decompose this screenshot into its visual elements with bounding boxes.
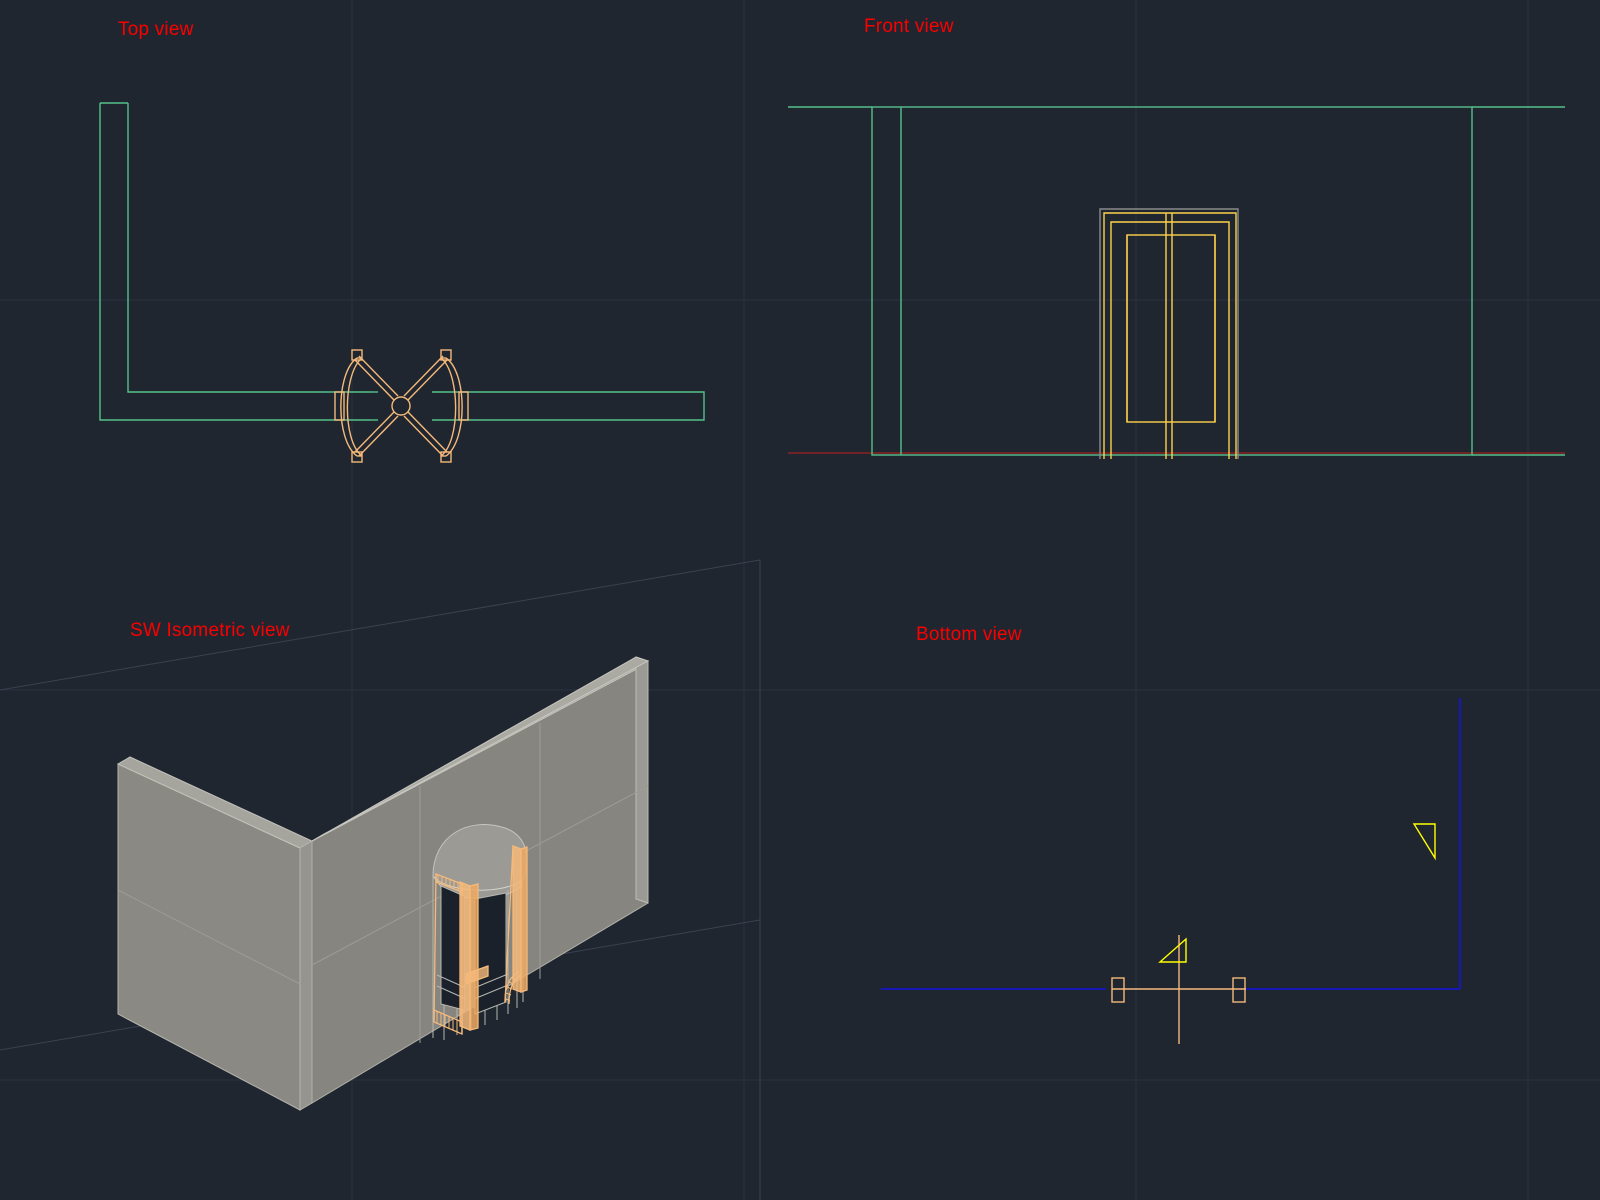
door-frame-outer bbox=[1103, 212, 1237, 459]
viewport-label-sw-isometric: SW Isometric view bbox=[130, 620, 290, 641]
top-view-walls bbox=[99, 102, 705, 421]
bottom-view-cross bbox=[1111, 935, 1246, 1044]
ucs-triangle-right-icon bbox=[1412, 823, 1436, 861]
top-view-revolving-door bbox=[334, 349, 469, 463]
viewport-label-bottom: Bottom view bbox=[916, 624, 1022, 645]
cross-endcap-left bbox=[1111, 977, 1125, 1003]
viewport-label-top: Top view bbox=[118, 19, 194, 40]
bottom-view-axis-blue bbox=[881, 698, 1461, 990]
ucs-triangle-center-icon bbox=[1158, 937, 1187, 963]
iso-wall-right-top-2 bbox=[311, 656, 650, 842]
door-hub-circle bbox=[391, 396, 411, 416]
iso-wall-left-joint bbox=[117, 889, 301, 985]
door-frame-mid bbox=[1110, 221, 1230, 459]
bottom-view-ucs-icons bbox=[1158, 823, 1436, 963]
door-leaves bbox=[354, 355, 448, 457]
iso-geometry bbox=[116, 656, 650, 1111]
viewport-label-front: Front view bbox=[864, 16, 954, 37]
front-view-opening-outline bbox=[1099, 208, 1239, 459]
cross-endcap-right bbox=[1232, 977, 1246, 1003]
iso-door-leaf-assembly bbox=[433, 845, 528, 1035]
front-view-door bbox=[1103, 212, 1237, 459]
